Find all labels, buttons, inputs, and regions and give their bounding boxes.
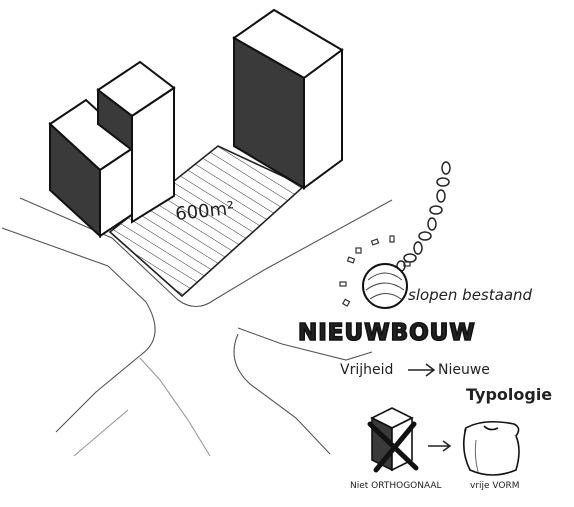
demolish-label: slopen bestaand: [408, 286, 533, 304]
arrow-icon: [408, 364, 434, 376]
crossed-block-icon: [370, 408, 416, 470]
free-form-label: vrije VORM: [470, 481, 520, 491]
new-label: Nieuwe: [438, 362, 490, 378]
not-orthogonal-label: Niet ORTHOGONAAL: [350, 481, 442, 491]
arrow-icon: [428, 441, 450, 451]
chain-icon: [397, 162, 450, 271]
newbuild-label: NIEUWBOUW: [298, 320, 476, 346]
free-form-block-icon: [464, 422, 519, 475]
typology-label: Typologie: [466, 385, 552, 404]
freedom-label: Vrijheid: [340, 362, 393, 378]
wrecking-ball-icon: [363, 264, 407, 308]
